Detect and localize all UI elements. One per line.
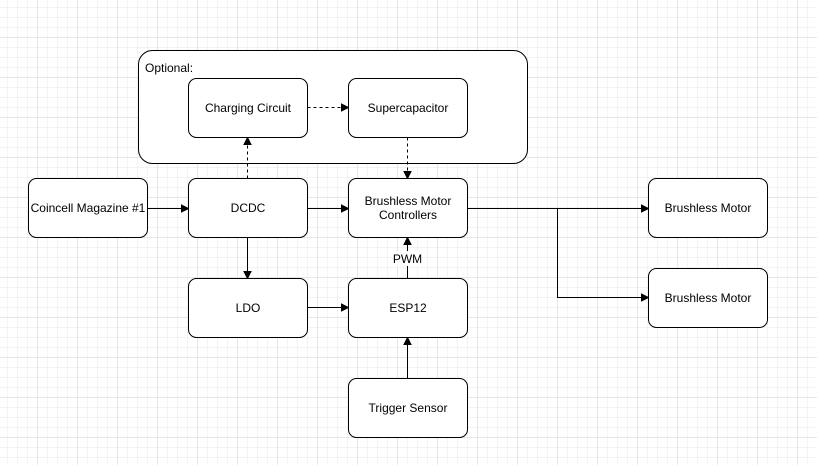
edge-charging-circuit-to-supercapacitor [307, 103, 350, 112]
node-brushless-motor-1[interactable]: Brushless Motor [648, 178, 768, 238]
node-trigger-sensor[interactable]: Trigger Sensor [348, 378, 468, 438]
node-charging-circuit[interactable]: Charging Circuit [188, 78, 308, 138]
edge-label: PWM [393, 252, 422, 266]
node-label: DCDC [231, 201, 266, 215]
arrowhead-icon [403, 171, 412, 180]
edge-supercapacitor-to-motor-controllers [403, 137, 412, 180]
node-label: Supercapacitor [368, 101, 449, 115]
edge-ldo-to-esp12 [307, 303, 350, 312]
node-box[interactable] [348, 278, 468, 338]
node-box[interactable] [348, 78, 468, 138]
node-label: Brushless Motor [665, 201, 752, 215]
arrowhead-icon [243, 136, 252, 145]
node-label: Trigger Sensor [369, 401, 448, 415]
node-ldo[interactable]: LDO [188, 278, 308, 338]
node-box[interactable] [348, 178, 468, 238]
node-box[interactable] [188, 278, 308, 338]
node-esp12[interactable]: ESP12 [348, 278, 468, 338]
arrowhead-icon [641, 293, 650, 302]
arrowhead-icon [181, 204, 190, 213]
node-label: Controllers [379, 208, 437, 222]
edge-esp12-to-motor-controllers: PWM [392, 236, 422, 279]
arrowhead-icon [341, 204, 350, 213]
arrowhead-icon [403, 236, 412, 245]
node-label: Charging Circuit [205, 101, 292, 115]
arrowhead-icon [243, 271, 252, 280]
node-box[interactable] [348, 378, 468, 438]
node-label: ESP12 [389, 301, 427, 315]
node-label: Brushless Motor [665, 291, 752, 305]
node-box[interactable] [28, 178, 148, 238]
node-label: Brushless Motor [365, 194, 452, 208]
edge-trigger-sensor-to-esp12 [403, 336, 412, 379]
node-box[interactable] [188, 78, 308, 138]
edge-dcdc-to-charging-circuit [243, 136, 252, 179]
node-label: LDO [236, 301, 261, 315]
node-box[interactable] [648, 268, 768, 328]
node-box[interactable] [648, 178, 768, 238]
node-coincell-magazine[interactable]: Coincell Magazine #1 [28, 178, 148, 238]
edge-dcdc-to-motor-controllers [307, 204, 350, 213]
arrowhead-icon [341, 303, 350, 312]
edge-line [467, 208, 642, 298]
node-box[interactable] [188, 178, 308, 238]
node-label: Coincell Magazine #1 [31, 201, 146, 215]
node-supercapacitor[interactable]: Supercapacitor [348, 78, 468, 138]
group-label: Optional: [145, 61, 193, 75]
arrowhead-icon [341, 103, 350, 112]
edge-label-background [392, 251, 422, 266]
edge-dcdc-to-ldo [243, 237, 252, 280]
node-brushless-motor-2[interactable]: Brushless Motor [648, 268, 768, 328]
arrowhead-icon [641, 204, 650, 213]
node-dcdc[interactable]: DCDC [188, 178, 308, 238]
edge-motor-controllers-to-brushless-motor-2 [467, 208, 650, 302]
arrowhead-icon [403, 336, 412, 345]
edge-coincell-magazine-to-dcdc [147, 204, 190, 213]
